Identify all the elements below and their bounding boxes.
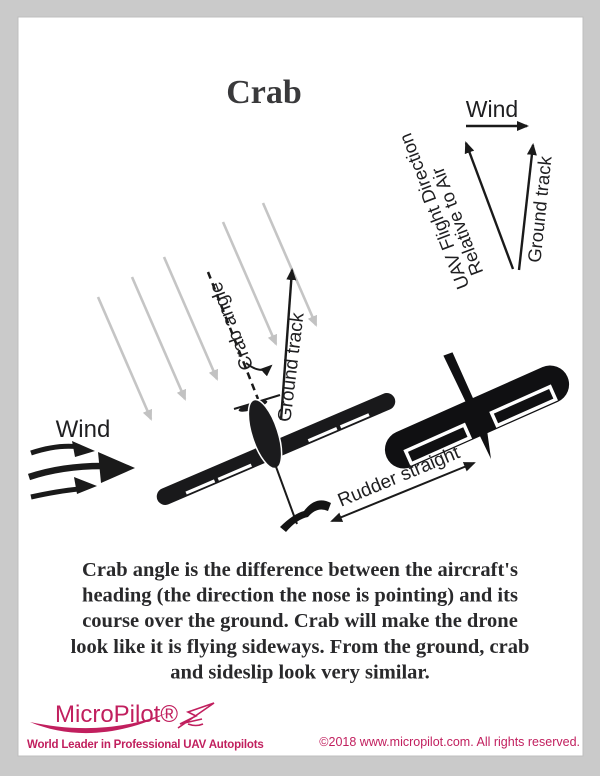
description-line: and sideslip look very similar. [170, 661, 430, 683]
gust-shaft [30, 486, 80, 500]
logo-swoosh-icon [30, 712, 169, 734]
tail-boom [274, 463, 298, 525]
brand-logo-text: MicroPilot® [55, 701, 178, 728]
description-line: look like it is flying sideways. From th… [71, 636, 530, 658]
aircraft-wing [384, 365, 570, 469]
wind-streamline-icon [221, 221, 278, 346]
aircraft-top-view-icon [156, 393, 396, 532]
plane-outline [177, 702, 215, 729]
rudder-straight-arrow [330, 462, 476, 522]
paper-sheet [17, 16, 584, 757]
wing-slot [489, 384, 558, 428]
aircraft-rear-view-icon [384, 349, 570, 469]
vector-wind-label: Wind [466, 96, 518, 122]
ground-track-vector-arrow [517, 143, 537, 271]
description-paragraph: Crab angle is the difference between the… [71, 559, 530, 683]
gust-head [74, 477, 97, 494]
wing-slot [339, 413, 370, 429]
description-line: heading (the direction the nose is point… [82, 585, 518, 607]
wind-streamline-icon [261, 202, 318, 327]
wind-streamlines-icon [96, 202, 318, 421]
description-line: course over the ground. Crab will make t… [82, 610, 518, 632]
brand-tagline: World Leader in Professional UAV Autopil… [27, 739, 264, 751]
gust-head [72, 441, 95, 457]
wing-slot [307, 427, 338, 443]
footer: MicroPilot® World Leader in Professional… [27, 701, 580, 751]
plane-canard [187, 723, 204, 727]
rudder-tip [478, 430, 491, 459]
wind-gusts-icon [27, 441, 135, 500]
uav-air-vector-arrow [464, 141, 515, 270]
wing-slot [403, 422, 473, 467]
crab-angle-arc [245, 362, 273, 377]
ground-track-arrow [279, 268, 297, 421]
wing-slot [185, 479, 216, 495]
wind-streamline-icon [96, 296, 153, 421]
logo-plane-icon [177, 702, 215, 729]
page-title: Crab [226, 74, 302, 111]
copyright-text: ©2018 www.micropilot.com. All rights res… [319, 735, 580, 749]
tail-plane [280, 500, 331, 532]
wing-slot [217, 463, 252, 481]
gust-head [98, 452, 135, 483]
wind-streamline-icon [130, 276, 187, 401]
heading-dashed-line [206, 271, 260, 400]
description-line: Crab angle is the difference between the… [82, 559, 518, 581]
wind-streamline-icon [162, 256, 219, 381]
gust-shaft [27, 462, 103, 481]
main-wind-label: Wind [56, 416, 111, 443]
